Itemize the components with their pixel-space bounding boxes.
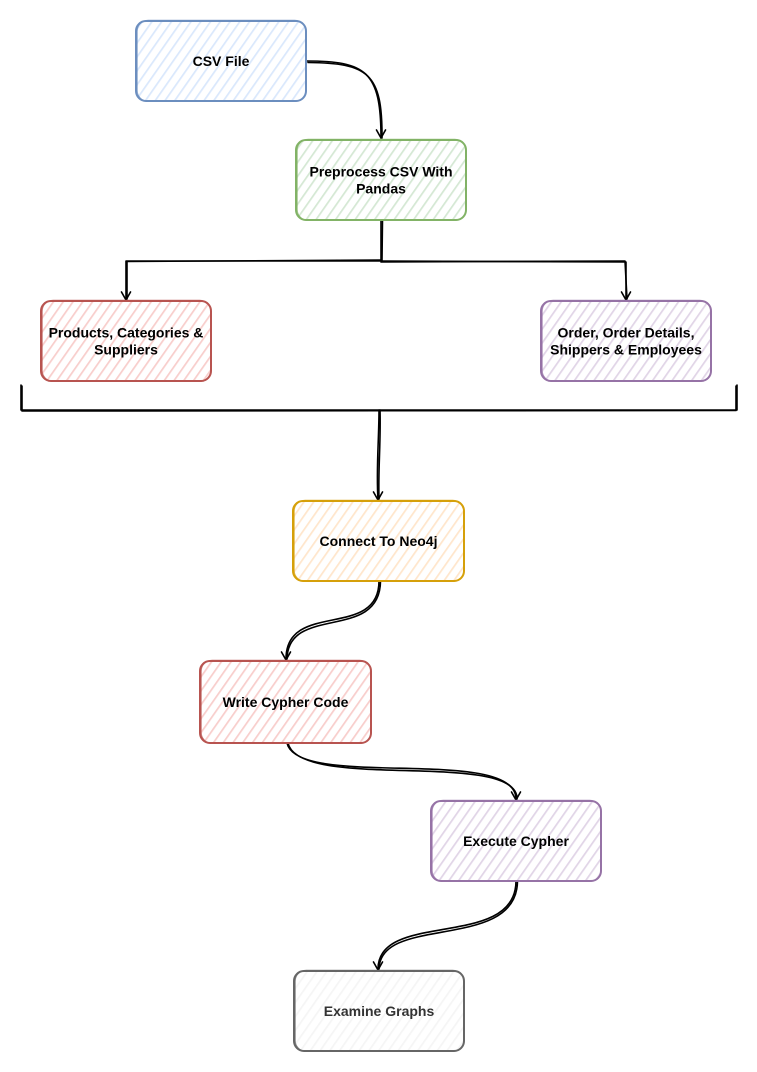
- node-orders-border-sketch: [541, 299, 712, 382]
- node-orders-fill: [541, 301, 711, 381]
- node-execute-fill: [431, 801, 601, 881]
- edge-preprocess-to-orders-sketch: [380, 260, 628, 300]
- bracket-merge: [20, 384, 738, 411]
- node-examine[interactable]: Examine Graphs: [293, 969, 465, 1052]
- edge-preprocess-to-orders: [380, 260, 627, 300]
- node-examine-border-sketch: [294, 969, 465, 1052]
- node-connect[interactable]: Connect To Neo4j: [292, 499, 465, 582]
- edge-csv-to-preprocess-sketch: [307, 61, 383, 139]
- node-write-fill: [200, 661, 371, 743]
- node-write-label-line-1: Write Cypher Code: [223, 694, 349, 710]
- edge-bracket-to-connect: [376, 409, 380, 500]
- node-orders-label-line-1: Order, Order Details,: [558, 325, 695, 341]
- edge-bracket-to-connect-sketch: [378, 409, 381, 500]
- node-connect-label-line-1: Connect To Neo4j: [320, 533, 438, 549]
- node-products-fill: [41, 301, 211, 381]
- bracket-merge-sketch: [21, 385, 737, 412]
- node-connect-fill: [293, 501, 464, 581]
- node-preprocess-label-line-1: Preprocess CSV With: [309, 164, 452, 180]
- node-products-label-line-2: Suppliers: [94, 342, 158, 358]
- node-write[interactable]: Write Cypher Code: [199, 659, 372, 744]
- edge-connect-to-write-sketch: [286, 580, 382, 660]
- node-execute[interactable]: Execute Cypher: [430, 799, 602, 882]
- node-products-border-sketch: [41, 299, 212, 382]
- node-orders[interactable]: Order, Order Details,Shippers & Employee…: [540, 299, 712, 382]
- node-csv-fill: [136, 21, 306, 101]
- node-preprocess-border-sketch: [296, 138, 467, 221]
- node-csv-label-line-1: CSV File: [193, 53, 250, 69]
- edge-execute-to-examine: [377, 880, 517, 970]
- node-csv-border-sketch: [136, 19, 307, 102]
- node-orders-label-line-2: Shippers & Employees: [550, 342, 702, 358]
- node-write-border-sketch: [200, 659, 372, 744]
- node-connect-border-sketch: [293, 499, 465, 582]
- node-examine-fill: [294, 971, 464, 1051]
- edge-preprocess-trunk-sketch: [381, 219, 384, 262]
- edge-preprocess-to-products-sketch: [126, 259, 382, 300]
- node-products-label-line-1: Products, Categories &: [49, 325, 204, 341]
- node-examine-label-line-1: Examine Graphs: [324, 1003, 435, 1019]
- edge-execute-to-examine-sketch: [378, 880, 519, 970]
- node-csv[interactable]: CSV File: [135, 19, 307, 102]
- edge-write-to-execute-sketch: [287, 742, 518, 800]
- node-execute-label-line-1: Execute Cypher: [463, 833, 569, 849]
- arrowhead-preprocess: [375, 129, 387, 139]
- edge-csv-to-preprocess: [305, 60, 382, 139]
- node-products[interactable]: Products, Categories &Suppliers: [40, 299, 212, 382]
- edge-connect-to-write: [285, 580, 380, 660]
- edge-preprocess-to-products: [125, 260, 382, 300]
- node-preprocess-label-line-2: Pandas: [356, 181, 406, 197]
- node-preprocess-fill: [296, 140, 466, 220]
- node-execute-border-sketch: [431, 799, 602, 882]
- edges-layer: [20, 60, 738, 971]
